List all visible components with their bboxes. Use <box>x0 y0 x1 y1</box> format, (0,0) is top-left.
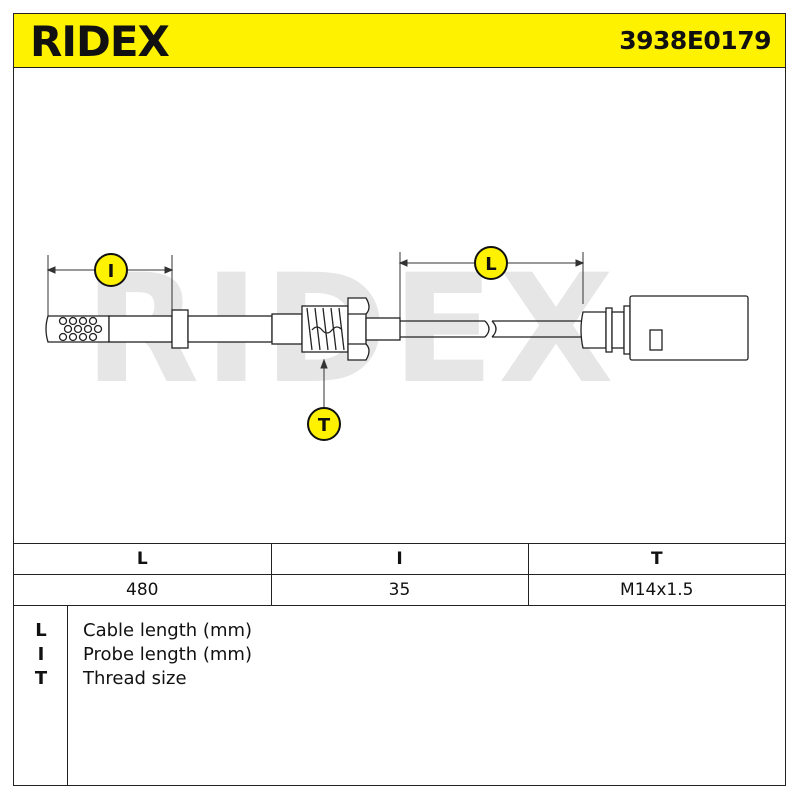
marker-t-label: T <box>318 415 331 436</box>
specs-header-i: I <box>270 543 529 575</box>
marker-i-label: I <box>108 261 115 282</box>
specs-header-row: L I T <box>14 543 785 575</box>
marker-t-badge <box>307 407 341 441</box>
part-number: 3938E0179 <box>619 26 771 55</box>
legend: L I T Cable length (mm) Probe length (mm… <box>14 606 785 785</box>
legend-keys-column: L I T <box>14 606 68 785</box>
specs-value-l: 480 <box>14 574 272 606</box>
specs-header-t: T <box>527 543 785 575</box>
legend-key-t: T <box>34 668 48 689</box>
specs-header-l: L <box>14 543 272 575</box>
legend-desc-l: Cable length (mm) <box>83 620 253 641</box>
marker-l-label: L <box>485 254 496 275</box>
specs-value-row: 480 35 M14x1.5 <box>14 574 785 606</box>
header-bar: RIDEX 3938E0179 <box>14 14 785 68</box>
brand-logo-text: RIDEX <box>30 17 170 66</box>
specs-value-i: 35 <box>270 574 529 606</box>
legend-key-l: L <box>35 620 47 641</box>
sensor-drawing: RIDEX I L <box>45 243 749 441</box>
ridex-logo: RIDEX <box>30 17 171 66</box>
specs-table: L I T 480 35 M14x1.5 <box>14 543 785 606</box>
connector <box>580 295 749 361</box>
legend-key-i: I <box>37 644 45 665</box>
marker-i-badge <box>94 253 128 287</box>
probe-tip <box>45 309 303 349</box>
legend-desc-t: Thread size <box>83 668 187 689</box>
thread-nut <box>301 297 401 361</box>
cable <box>400 320 583 338</box>
datasheet-frame: RIDEX 3938E0179 RIDEX I L <box>13 13 786 786</box>
legend-desc-i: Probe length (mm) <box>83 644 252 665</box>
specs-value-t: M14x1.5 <box>527 574 785 606</box>
marker-l-badge <box>474 246 508 280</box>
dimension-t <box>320 358 328 408</box>
